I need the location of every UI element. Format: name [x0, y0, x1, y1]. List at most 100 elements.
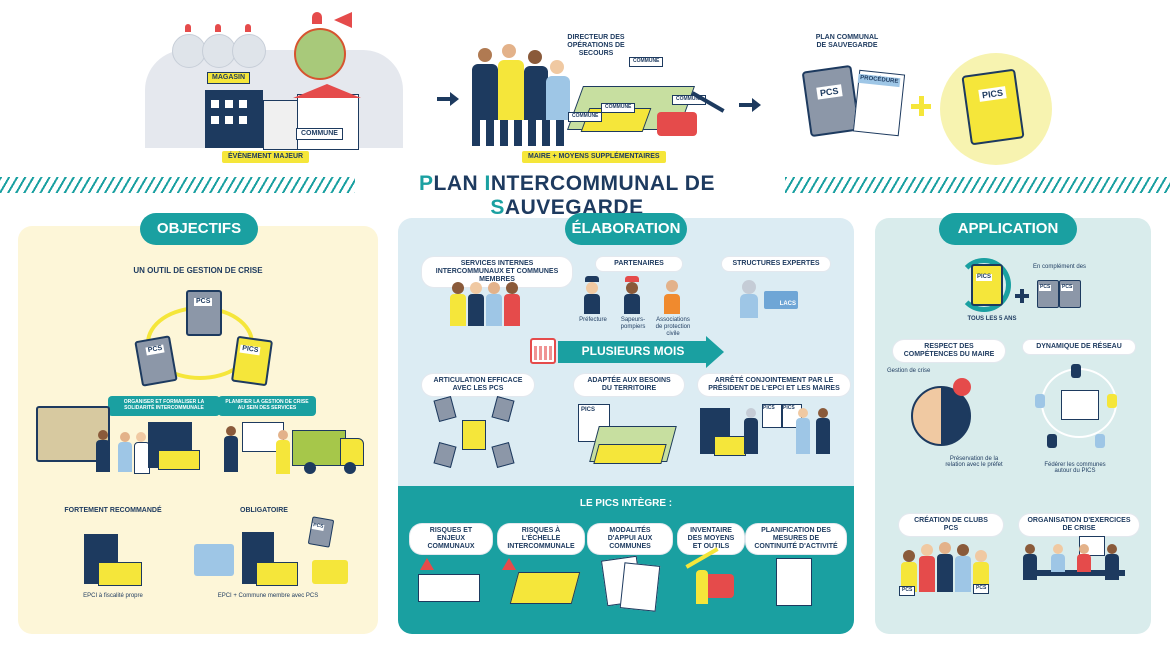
exercise-group — [1023, 540, 1127, 596]
decree-label: ARRÊTÉ CONJOINTEMENT PAR LE PRÉSIDENT DE… — [698, 374, 850, 397]
arrow-right-icon — [752, 98, 761, 112]
cycle-badge: PICS — [976, 274, 993, 281]
decree-document — [762, 404, 782, 428]
title-part: NTER — [490, 172, 551, 195]
pcs-binder — [801, 64, 861, 138]
prefect-caption: Préservation de la relation avec le préf… — [945, 456, 1003, 468]
mayor-label: MAIRE + MOYENS SUPPLÉMENTAIRES — [522, 151, 666, 164]
elaboration-header: ÉLABORATION — [565, 213, 687, 245]
decree-badge: PICS — [763, 405, 775, 411]
network-hub — [1061, 390, 1099, 420]
team-figures — [96, 426, 198, 474]
cycle-badge: PCS — [194, 298, 213, 307]
complement-badge: PCS — [1061, 284, 1074, 291]
clubs-badge: PCS — [899, 586, 916, 596]
civil-protection-figure — [664, 276, 680, 314]
pics-binder — [230, 335, 274, 387]
partners-label: PARTENAIRES — [596, 257, 682, 272]
cycle-arrows-icon — [957, 258, 1011, 312]
arrow-right-icon — [739, 103, 753, 107]
integrates-item: RISQUES À L'ÉCHELLE INTERCOMMUNALE — [498, 524, 584, 555]
adapted-label: ADAPTÉE AUX BESOINS DU TERRITOIRE — [574, 374, 684, 397]
partner-caption: Préfecture — [579, 317, 607, 323]
exercises-label: ORGANISATION D'EXERCICES DE CRISE — [1019, 514, 1139, 537]
title-hatch-left — [0, 177, 355, 193]
split-circle — [911, 386, 971, 446]
town-illustration — [205, 80, 365, 150]
firefighter-figure — [624, 276, 640, 314]
president-figure — [744, 408, 758, 454]
arrow-right-icon — [450, 92, 459, 106]
network-node — [1071, 364, 1081, 378]
pics-binder — [961, 68, 1025, 146]
officials-group — [472, 42, 572, 146]
territory-map — [509, 572, 581, 604]
title-part: COMMUNAL DE — [550, 172, 715, 195]
title-initial: S — [490, 196, 505, 219]
warning-icon — [420, 558, 434, 570]
expert-figure — [740, 278, 758, 318]
map-commune-tag: COMMUNE — [601, 103, 636, 113]
pics-binder — [971, 264, 1003, 306]
wheel-icon — [344, 462, 356, 474]
articulation-network — [433, 396, 515, 468]
epci-store — [714, 436, 746, 456]
partner-caption: Sapeurs-pompiers — [620, 317, 646, 331]
magasin-tag: MAGASIN — [207, 72, 251, 85]
network-node — [1035, 394, 1045, 408]
pcs-binder — [186, 290, 222, 336]
firefighter-figure — [953, 378, 971, 396]
truck-cab-icon — [340, 438, 364, 466]
clubs-label: CRÉATION DE CLUBS PCS — [899, 514, 1003, 537]
worker-figure — [276, 430, 290, 474]
partner-caption: Associations de protection civile — [655, 317, 691, 338]
services-figures — [450, 280, 526, 326]
application-panel: APPLICATION PICS TOUS LES 5 ANS En compl… — [875, 213, 1151, 634]
network-node — [1047, 434, 1057, 448]
arrow-right-icon — [437, 97, 451, 101]
wheel-icon — [304, 462, 316, 474]
mandatory-caption: EPCI + Commune membre avec PCS — [217, 593, 319, 599]
integrates-item: RISQUES ET ENJEUX COMMUNAUX — [410, 524, 492, 555]
worker-figure — [696, 570, 708, 604]
warning-icon — [502, 558, 516, 570]
adapted-badge: PICS — [581, 407, 596, 413]
event-label: ÉVÈNEMENT MAJEUR — [222, 151, 310, 164]
territory-map-yellow — [593, 444, 667, 464]
crisis-caption: Gestion de crise — [887, 368, 931, 374]
mayor-figure — [816, 408, 830, 454]
experts-label: STRUCTURES EXPERTES — [722, 257, 830, 272]
mayor-figure — [796, 408, 810, 454]
articulation-label: ARTICULATION EFFICACE AVEC LES PCS — [422, 374, 534, 397]
objectifs-header: OBJECTIFS — [140, 213, 258, 245]
recommended-label: FORTEMENT RECOMMANDÉ — [64, 507, 162, 514]
plus-icon — [1020, 289, 1024, 303]
page-title: PLAN INTERCOMMUNAL DE SAUVEGARDE — [362, 172, 772, 220]
complement-label: En complément des — [1033, 264, 1087, 270]
alert-map-icon — [294, 28, 346, 80]
respect-label: RESPECT DES COMPÉTENCES DU MAIRE — [893, 340, 1005, 363]
lacs-logo: LACS — [764, 291, 798, 309]
houses-group — [312, 560, 348, 584]
network-caption: Fédérer les communes autour du PICS — [1044, 462, 1106, 474]
epci-store — [98, 562, 142, 586]
commune-tag: COMMUNE — [296, 128, 343, 141]
pcs-plan-label: PLAN COMMUNAL DE SAUVEGARDE — [815, 34, 879, 50]
calendar-grid-icon — [534, 346, 552, 360]
cycle-label: TOUS LES 5 ANS — [967, 316, 1017, 322]
network-label: DYNAMIQUE DE RÉSEAU — [1023, 340, 1135, 355]
arrow-head-icon — [706, 336, 724, 368]
network-node — [1095, 434, 1105, 448]
truck-icon — [292, 430, 346, 466]
epci-store — [256, 562, 298, 586]
exercise-table — [1025, 570, 1125, 576]
complement-badge: PCS — [1039, 284, 1052, 291]
duration-arrow — [558, 341, 708, 363]
continuity-document — [776, 558, 812, 606]
houses-group — [194, 544, 234, 576]
pcs-binder — [134, 335, 178, 387]
prefect-figure — [584, 276, 600, 314]
excavator-icon — [657, 112, 697, 136]
map-commune-tag: COMMUNE — [629, 57, 664, 67]
title-initial: P — [419, 172, 434, 195]
